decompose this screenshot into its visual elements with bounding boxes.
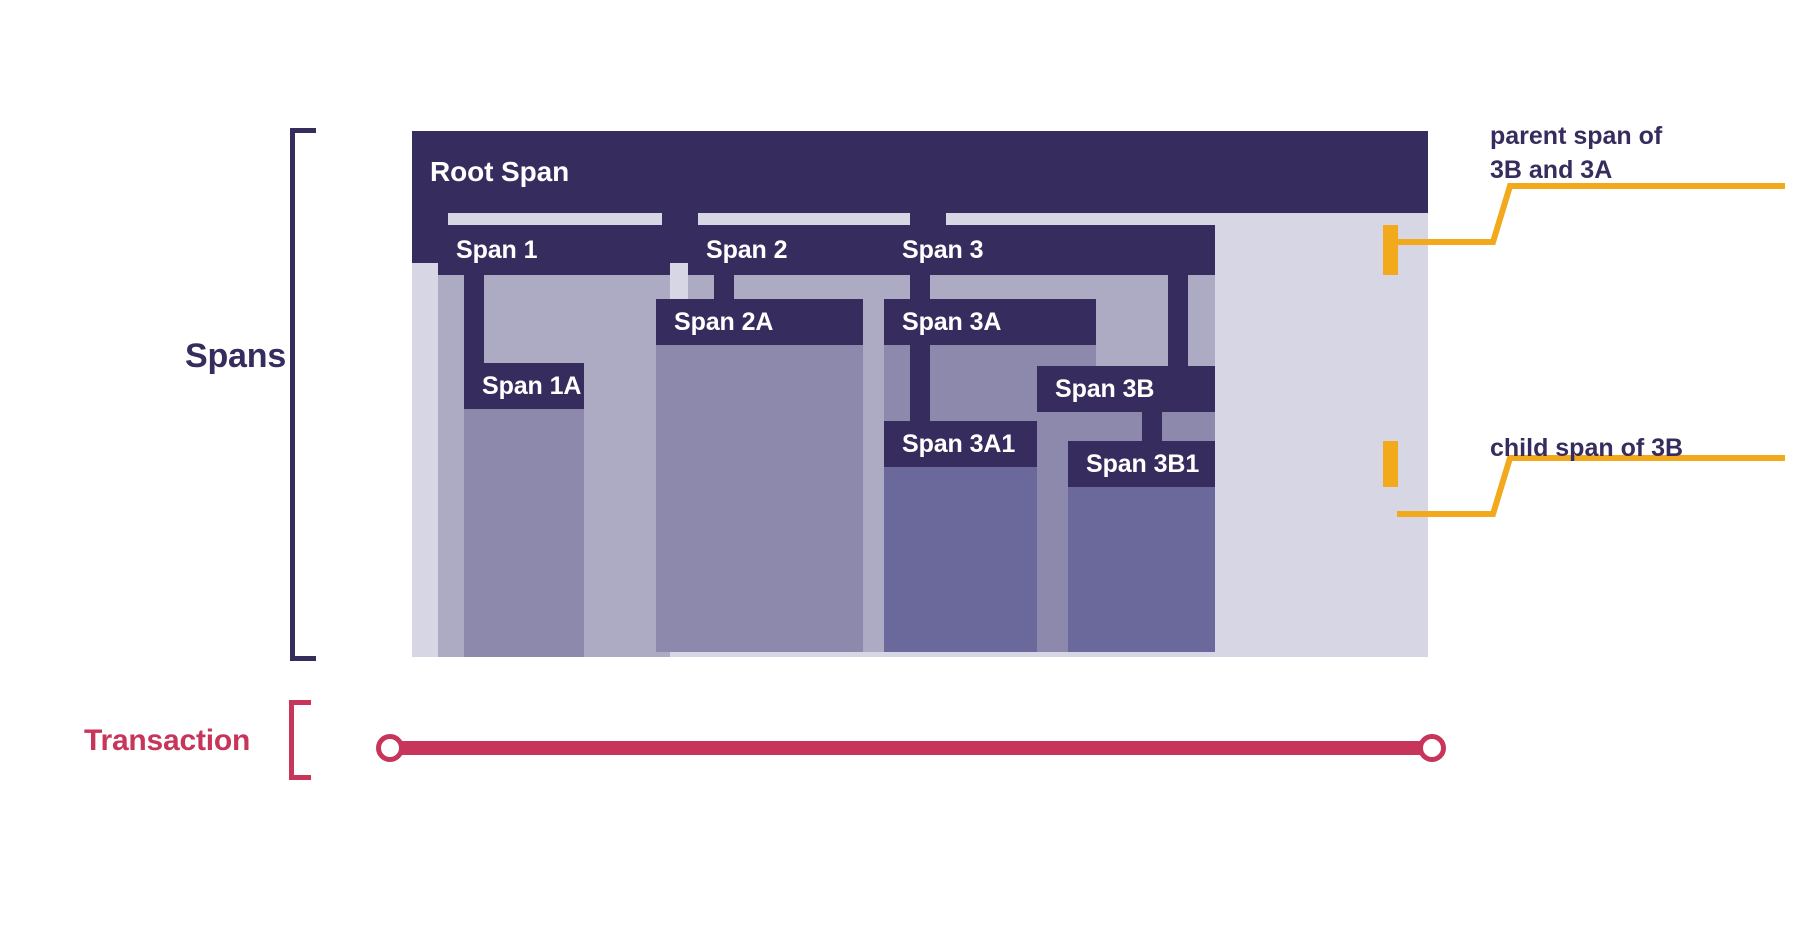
spans-section-label: Spans — [185, 337, 287, 375]
span-2a-body — [656, 345, 863, 652]
spans-diagram: Root Span Span 1 Span 1A Span 2 Span 2A — [412, 131, 1428, 657]
span-3-header[interactable]: Span 3 — [884, 225, 1215, 275]
span-2a-block: Span 2A — [656, 299, 863, 652]
span-1a-block: Span 1A — [464, 363, 584, 657]
span-3a1-block: Span 3A1 — [884, 421, 1039, 652]
callout-leader-line-parent — [1397, 183, 1785, 245]
highlight-marker-span-3 — [1383, 225, 1398, 275]
callout-label-child: child span of 3B — [1490, 434, 1684, 462]
callout-label-parent: parent span of 3B and 3A — [1490, 122, 1663, 184]
span-3a-header[interactable]: Span 3A — [884, 299, 1096, 345]
span-3b1-body — [1068, 487, 1215, 652]
transaction-timeline[interactable] — [372, 730, 1450, 766]
highlight-marker-span-3b1 — [1383, 441, 1398, 487]
root-span-header[interactable]: Root Span — [412, 131, 1428, 213]
transaction-bar — [390, 741, 1432, 755]
transaction-start-marker[interactable] — [376, 734, 404, 762]
stem-span3a-to-span3a1 — [910, 345, 930, 441]
spans-bracket — [290, 128, 316, 661]
span-1a-body — [464, 409, 584, 657]
callout-leader-line-child — [1397, 455, 1785, 517]
stem-span3-to-span3b — [1168, 263, 1188, 385]
transaction-bracket — [289, 700, 311, 780]
span-3b1-block: Span 3B1 — [1068, 441, 1215, 652]
span-3b1-header[interactable]: Span 3B1 — [1068, 441, 1215, 487]
span-3a1-body — [884, 467, 1039, 652]
span-2a-header[interactable]: Span 2A — [656, 299, 863, 345]
transaction-end-marker[interactable] — [1418, 734, 1446, 762]
span-1a-header[interactable]: Span 1A — [464, 363, 584, 409]
span-3a1-header[interactable]: Span 3A1 — [884, 421, 1039, 467]
transaction-section-label: Transaction — [84, 724, 251, 757]
span-3b-header[interactable]: Span 3B — [1037, 366, 1215, 412]
